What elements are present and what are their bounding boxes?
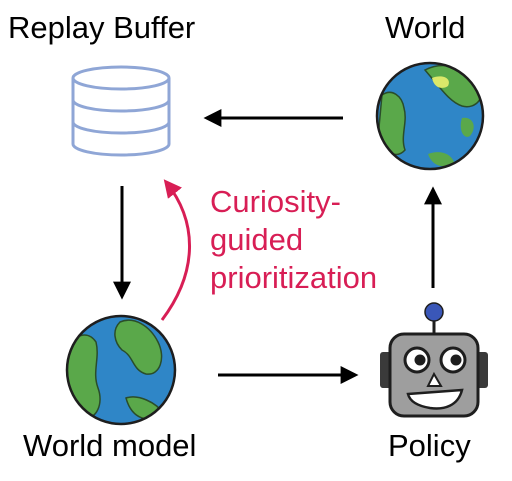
curiosity-line-3: prioritization — [210, 260, 378, 295]
curiosity-arrow — [160, 179, 191, 321]
robot-icon — [380, 302, 488, 418]
curiosity-line-2: guided — [210, 222, 304, 257]
world-model-label: World model — [23, 428, 197, 463]
database-icon — [71, 65, 171, 157]
curiosity-line-1: Curiosity- — [210, 184, 341, 219]
globe-icon — [65, 314, 177, 426]
policy-label: Policy — [388, 428, 471, 463]
curiosity-annotation: Curiosity- guided prioritization — [210, 183, 377, 297]
replay-buffer-label: Replay Buffer — [8, 10, 196, 45]
world-label: World — [385, 10, 466, 45]
globe-icon — [375, 61, 485, 171]
